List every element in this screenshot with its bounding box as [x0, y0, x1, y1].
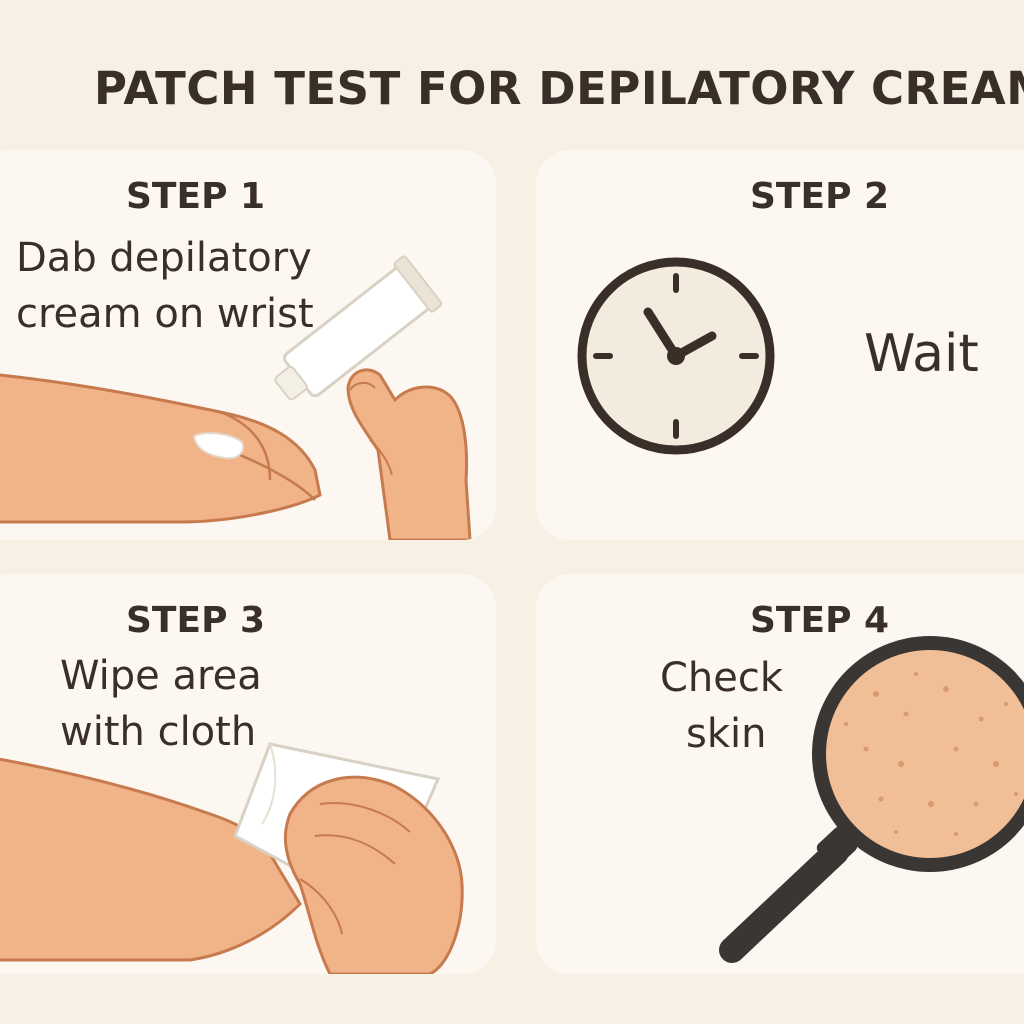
- step-4-description: Check skin: [660, 650, 783, 762]
- step-1-description: Dab depilatory cream on wrist: [16, 230, 314, 342]
- step-1-panel: STEP 1 Dab depilatory cream on wrist: [0, 150, 496, 540]
- page-title: PATCH TEST FOR DEPILATORY CREAM: [94, 62, 1024, 115]
- step-2-description: Wait: [864, 326, 979, 382]
- hand-applying-cream-icon: [0, 255, 472, 540]
- step-2-label: STEP 2: [750, 176, 890, 217]
- clock-icon: [577, 257, 775, 455]
- step-3-description: Wipe area with cloth: [60, 648, 262, 760]
- magnifying-glass-icon: [719, 636, 1024, 963]
- step-1-line-2: cream on wrist: [16, 291, 314, 337]
- step-4-label: STEP 4: [750, 600, 890, 641]
- step-1-line-1: Dab depilatory: [16, 235, 312, 281]
- step-3-line-1: Wipe area: [60, 653, 262, 699]
- step-2-line-1: Wait: [864, 324, 979, 384]
- step-4-line-1: Check: [660, 655, 784, 701]
- step-2-panel: STEP 2 Wait: [536, 150, 1024, 540]
- step-3-panel: STEP 3 Wipe area with cloth: [0, 574, 496, 974]
- step-3-label: STEP 3: [126, 600, 266, 641]
- step-4-panel: STEP 4 Check skin: [536, 574, 1024, 974]
- step-1-label: STEP 1: [126, 176, 266, 217]
- step-4-line-2: skin: [686, 711, 767, 757]
- hand-wiping-cloth-icon: [0, 742, 464, 974]
- step-3-line-2: with cloth: [60, 709, 257, 755]
